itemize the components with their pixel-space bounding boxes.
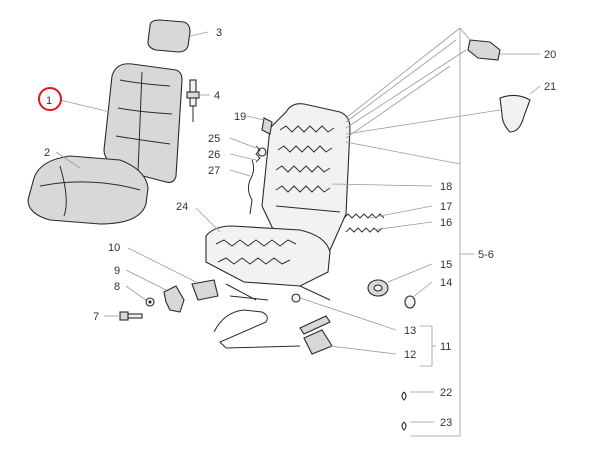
callout-27: 27 — [208, 165, 220, 177]
callout-21: 21 — [544, 81, 556, 93]
callout-14: 14 — [440, 277, 452, 289]
callout-18: 18 — [440, 181, 452, 193]
callout-16: 16 — [440, 217, 452, 229]
callout-26: 26 — [208, 149, 220, 161]
highlight-circle — [38, 87, 62, 111]
callout-19: 19 — [234, 111, 246, 123]
hook-clips — [401, 391, 407, 431]
retaining-clip — [404, 295, 416, 309]
callout-8: 8 — [114, 281, 120, 293]
callout-20: 20 — [544, 49, 556, 61]
callout-3: 3 — [216, 27, 222, 39]
callout-12: 12 — [404, 349, 416, 361]
callout-13: 13 — [404, 325, 416, 337]
headrest — [147, 19, 191, 53]
callout-9: 9 — [114, 265, 120, 277]
callout-4: 4 — [214, 90, 220, 102]
leader-lines — [55, 27, 541, 437]
callout-17: 17 — [440, 201, 452, 213]
callout-1: 1 — [46, 95, 52, 107]
bracket — [163, 285, 185, 313]
bolt — [119, 311, 143, 321]
cup-cover — [499, 94, 531, 133]
seat-frame — [205, 103, 351, 301]
hinge-cover — [191, 279, 219, 301]
callout-11: 11 — [440, 341, 451, 353]
callout-15: 15 — [440, 259, 452, 271]
callout-10: 10 — [108, 242, 120, 254]
adjust-knob — [367, 279, 389, 297]
recliner-small-parts — [247, 117, 273, 215]
callout-7: 7 — [93, 311, 99, 323]
callout-24: 24 — [176, 201, 188, 213]
callout-2: 2 — [44, 147, 50, 159]
mounting-bracket-insert — [467, 39, 501, 61]
callout-23: 23 — [440, 417, 452, 429]
washer — [145, 297, 155, 307]
headrest-guide — [186, 79, 200, 122]
seat-cushion — [27, 155, 149, 225]
callout-22: 22 — [440, 387, 452, 399]
backrest-cushion — [103, 63, 183, 183]
callout-5-6: 5-6 — [478, 249, 494, 261]
callout-25: 25 — [208, 133, 220, 145]
